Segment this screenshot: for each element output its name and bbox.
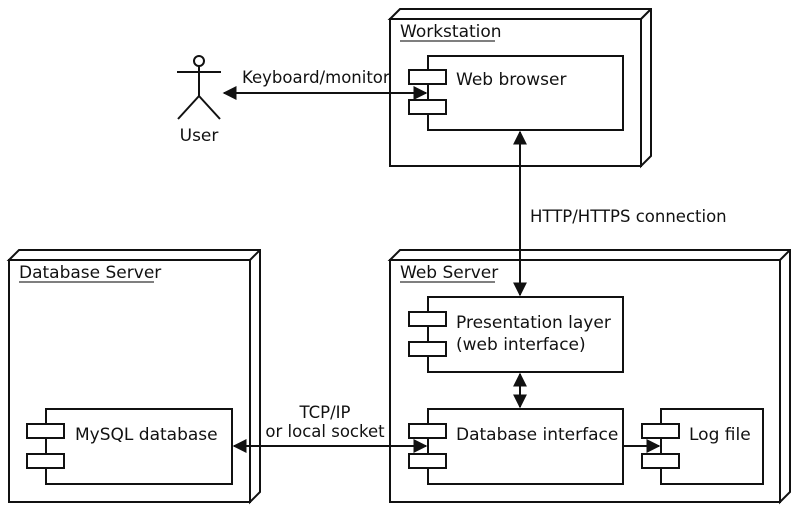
actor-user[interactable]: User bbox=[177, 55, 221, 146]
connection-tcp-ip[interactable]: TCP/IP or local socket bbox=[232, 403, 428, 453]
connection-http-https-label: HTTP/HTTPS connection bbox=[530, 207, 727, 226]
component-database-interface-label: Database interface bbox=[456, 425, 618, 445]
component-database-interface[interactable]: Database interface bbox=[408, 408, 624, 485]
component-tab-icon bbox=[26, 453, 65, 469]
connection-keyboard-monitor-label: Keyboard/monitor bbox=[242, 68, 390, 87]
component-tab-icon bbox=[26, 423, 65, 439]
component-tab-icon bbox=[641, 453, 680, 469]
component-box bbox=[45, 408, 233, 485]
component-box bbox=[427, 408, 624, 485]
component-mysql-database[interactable]: MySQL database bbox=[26, 408, 233, 485]
component-tab-icon bbox=[408, 311, 447, 327]
node-web-server-title: Web Server bbox=[400, 263, 498, 283]
connection-tcp-ip-label-line2: or local socket bbox=[265, 422, 385, 441]
component-tab-icon bbox=[408, 99, 447, 115]
node-database-server[interactable]: Database Server MySQL database bbox=[6, 249, 261, 505]
component-presentation-layer[interactable]: Presentation layer (web interface) bbox=[408, 296, 624, 373]
component-tab-icon bbox=[408, 423, 447, 439]
component-mysql-database-label: MySQL database bbox=[75, 425, 218, 445]
component-box bbox=[427, 55, 624, 131]
node-database-server-edge bbox=[249, 249, 261, 261]
component-web-browser-label: Web browser bbox=[456, 70, 566, 90]
component-tab-icon bbox=[641, 423, 680, 439]
component-log-file[interactable]: Log file bbox=[641, 408, 764, 485]
component-presentation-layer-label-line1: Presentation layer bbox=[456, 313, 611, 333]
node-database-server-title: Database Server bbox=[19, 263, 161, 283]
node-workstation-edge bbox=[640, 8, 652, 20]
component-log-file-label: Log file bbox=[689, 425, 751, 445]
connection-http-https[interactable]: HTTP/HTTPS connection bbox=[513, 130, 727, 297]
component-box bbox=[427, 296, 624, 373]
component-tab-icon bbox=[408, 453, 447, 469]
component-tab-icon bbox=[408, 341, 447, 357]
node-web-server-edge bbox=[779, 249, 791, 261]
component-web-browser[interactable]: Web browser bbox=[408, 55, 624, 131]
component-tab-icon bbox=[408, 69, 447, 85]
node-workstation-title: Workstation bbox=[400, 22, 502, 42]
component-box bbox=[660, 408, 764, 485]
component-presentation-layer-label-line2: (web interface) bbox=[456, 335, 586, 355]
actor-user-label: User bbox=[180, 126, 219, 146]
connection-tcp-ip-label-line1: TCP/IP bbox=[299, 403, 351, 422]
node-web-server[interactable]: Web Server Presentation layer (web inter… bbox=[387, 249, 791, 505]
stick-figure-icon bbox=[177, 55, 221, 120]
connection-keyboard-monitor[interactable]: Keyboard/monitor bbox=[222, 68, 428, 100]
